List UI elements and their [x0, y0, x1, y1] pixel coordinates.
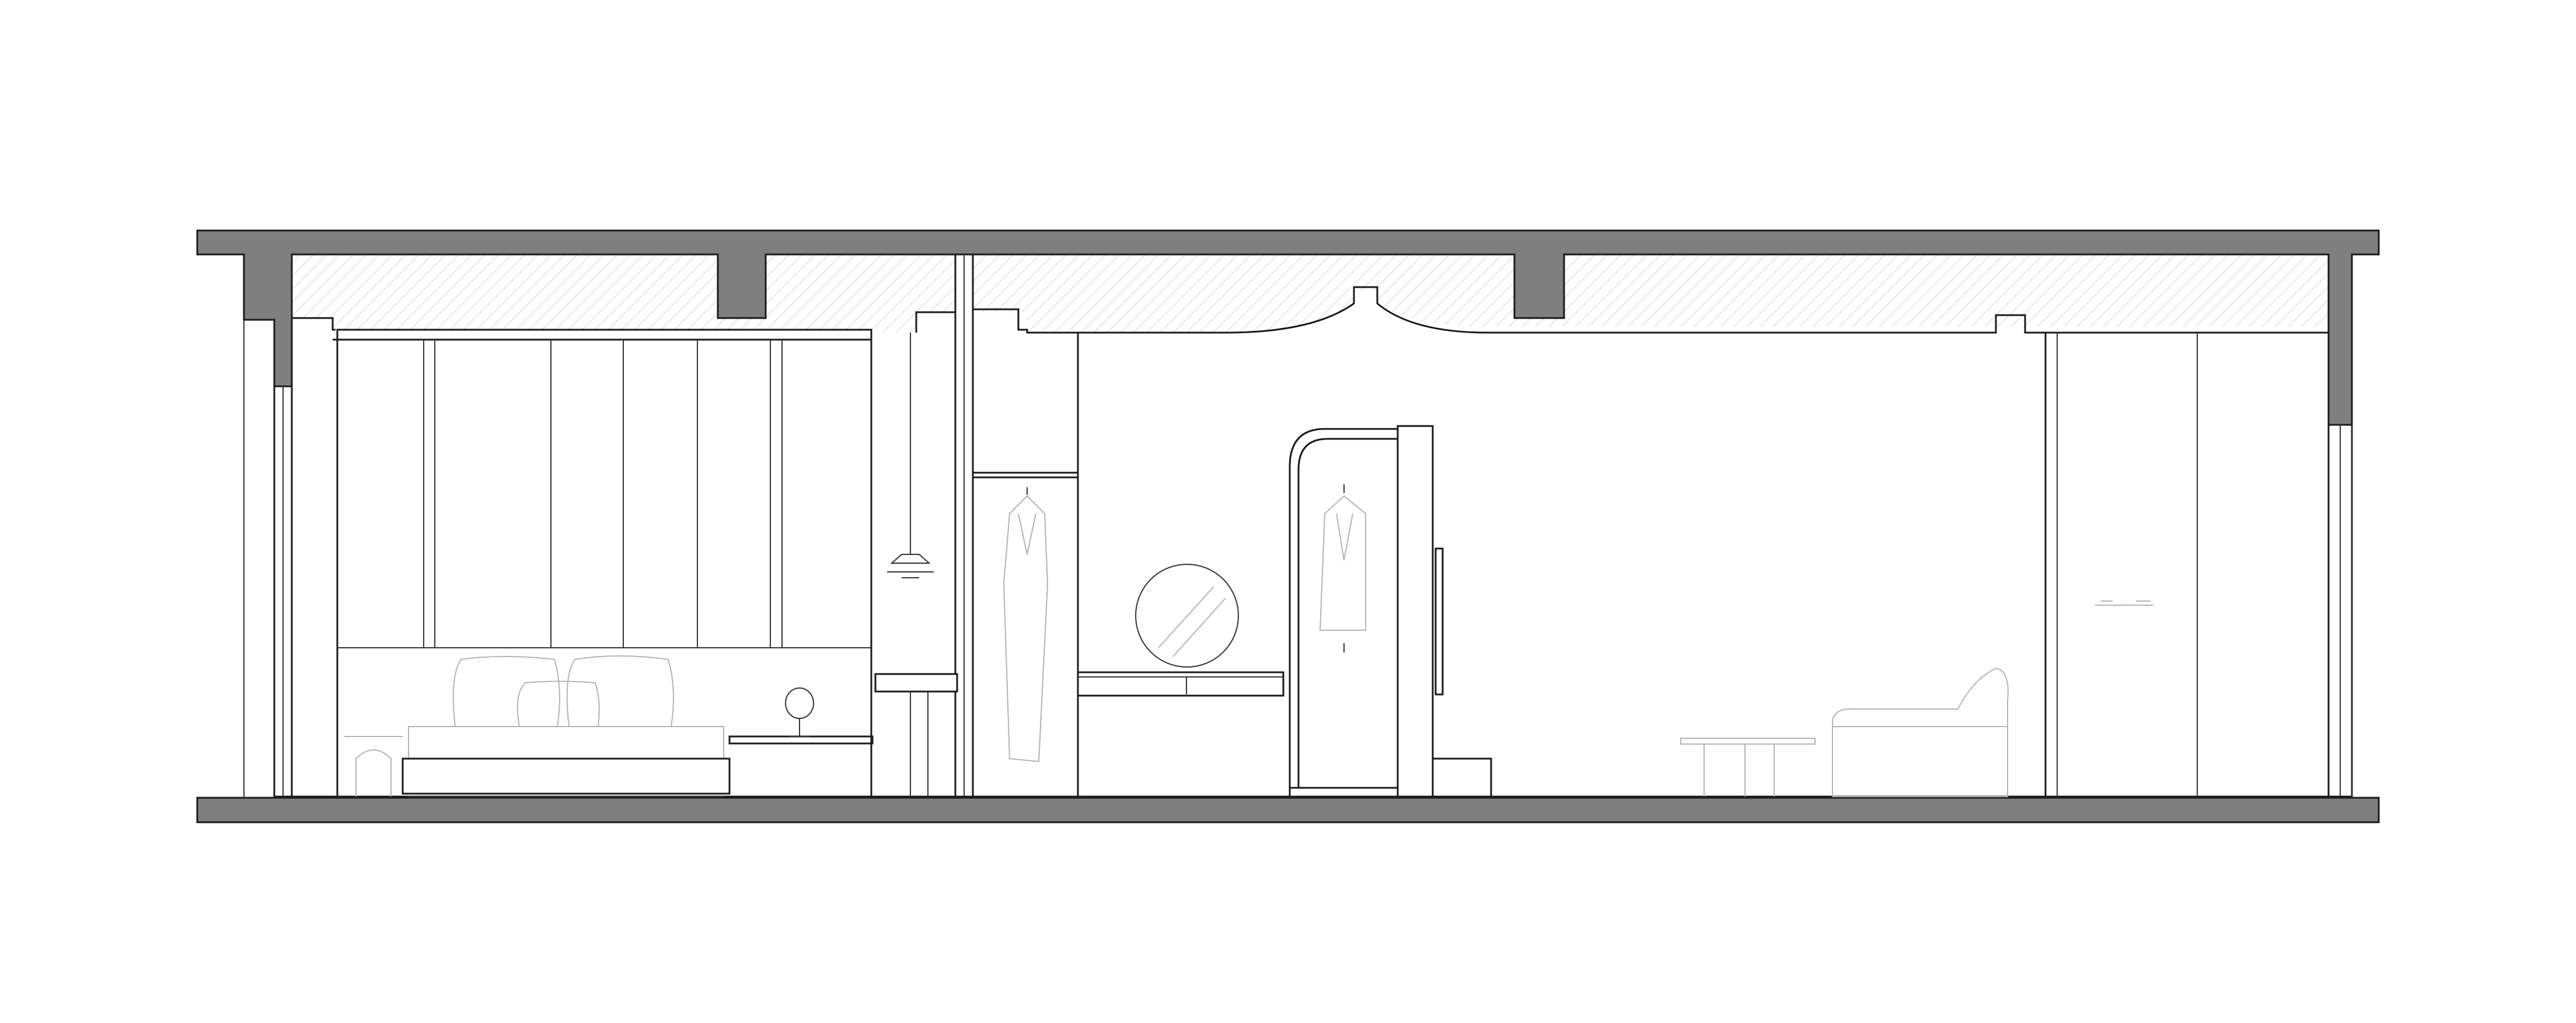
vanity-zone [1077, 564, 1284, 697]
closet-zone [1289, 425, 1492, 798]
ceiling-plenum-hatch [292, 254, 2346, 333]
nightstand [728, 735, 874, 745]
jacket-icon [1319, 495, 1366, 631]
suspended-ceiling-line [292, 286, 2329, 334]
pillow-icon [452, 656, 560, 727]
round-mirror-icon [1135, 564, 1239, 668]
wall-mirror-panel [1434, 547, 1444, 696]
pendant-lamp-icon [887, 554, 934, 578]
mirror-reflection [1172, 598, 1226, 657]
lounge-chair-icon [1832, 667, 2009, 797]
vanity-counter [1077, 671, 1284, 697]
wardrobe-niche [972, 472, 1079, 798]
roof-slab [196, 229, 2380, 426]
bed-headboard [408, 726, 724, 762]
coffee-table-top [1680, 738, 1816, 745]
lounge-zone [1680, 331, 2330, 798]
robe-icon [1003, 495, 1049, 763]
low-step [1432, 757, 1492, 798]
bedside-stool-icon [344, 736, 403, 797]
pillow-icon [516, 680, 600, 727]
wardrobe-zone [972, 333, 1079, 798]
pillow-icon [566, 655, 674, 727]
bedroom-zone [333, 329, 874, 798]
mirror-reflection [1158, 586, 1214, 648]
corridor-zone [870, 333, 958, 797]
floor-slab [196, 797, 2380, 823]
curved-closet-frame [1289, 428, 1399, 798]
side-console [874, 673, 958, 693]
structure [196, 229, 2380, 823]
bed-frame [402, 757, 731, 795]
built-in-cabinet [2044, 331, 2330, 798]
wall-switch-icon [2095, 600, 2153, 606]
coffee-table-legs [1704, 744, 1775, 797]
curved-closet-inner [1297, 438, 1398, 788]
closet-side-panel [1397, 425, 1434, 798]
